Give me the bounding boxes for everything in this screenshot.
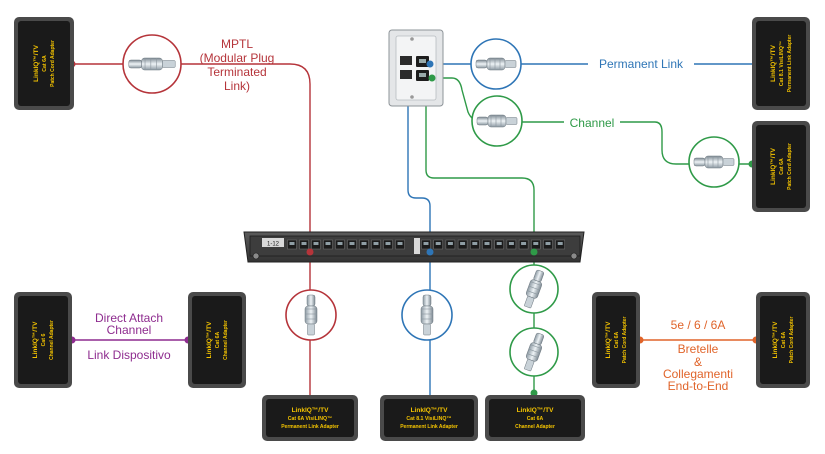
adapter-text-line: LinkIQ™/TV bbox=[770, 147, 777, 185]
mptl-label-line-1: MPTL bbox=[221, 37, 253, 51]
adapter-text-line: Patch Cord Adapter bbox=[787, 143, 793, 190]
channel-panel-wire bbox=[425, 100, 535, 252]
permanent-outlet-dot bbox=[426, 60, 434, 68]
permanent-link-plug bbox=[470, 38, 522, 90]
adapter-text-line: LinkIQ™/TV bbox=[292, 407, 330, 414]
patch-desc-line-1: Bretelle bbox=[678, 342, 719, 356]
adapter-text-line: Permanent Link Adapter bbox=[400, 424, 458, 430]
adapter-text-line: Permanent Link Adapter bbox=[787, 35, 793, 93]
mptl-top-plug bbox=[122, 34, 182, 94]
adapter-text-line: LinkIQ™/TV bbox=[206, 321, 213, 359]
channel-drop-plug-a bbox=[509, 264, 559, 314]
mptl-panel-dot bbox=[306, 248, 314, 256]
adapter-bottom-1: LinkIQ™/TV Cat 6A VisiLINQ™ Permanent Link… bbox=[262, 395, 358, 441]
adapter-text-line: LinkIQ™/TV bbox=[33, 44, 40, 82]
adapter-text-line: Cat 6A bbox=[215, 332, 221, 349]
adapter-text-line: Cat 6A bbox=[42, 55, 48, 72]
channel-label: Channel bbox=[570, 116, 615, 130]
mptl-drop-plug bbox=[285, 289, 337, 341]
direct-attach-line-2: Channel bbox=[107, 323, 152, 337]
adapter-text-line: Cat 6A VisiLINQ™ bbox=[288, 416, 332, 422]
channel-panel-dot bbox=[530, 248, 538, 256]
channel-end-plug bbox=[688, 136, 740, 188]
adapter-text-line: Channel Adapter bbox=[49, 320, 55, 360]
svg-text:1-12: 1-12 bbox=[267, 242, 280, 248]
patch-categories-label: 5e / 6 / 6A bbox=[671, 318, 726, 332]
adapter-text-line: Cat 6A bbox=[527, 416, 544, 422]
adapter-text-line: Patch Cord Adapter bbox=[622, 317, 628, 364]
adapter-text-line: Patch Cord Adapter bbox=[50, 40, 56, 87]
permanent-link-label: Permanent Link bbox=[599, 57, 684, 71]
channel-outlet-dot bbox=[428, 74, 436, 82]
adapter-text-line: Permanent Link Adapter bbox=[281, 424, 339, 430]
adapter-text-line: LinkIQ™/TV bbox=[32, 321, 39, 359]
adapter-bottom-3: LinkIQ™/TV Cat 6A Channel Adapter bbox=[485, 395, 585, 441]
mptl-label: MPTL (Modular Plug Terminated Link) bbox=[200, 37, 275, 93]
channel-drop-dot bbox=[530, 389, 538, 397]
patch-label: 5e / 6 / 6A Bretelle & Collegamenti End-… bbox=[663, 318, 733, 393]
direct-attach-line-1: Direct Attach bbox=[95, 311, 163, 325]
adapter-text-line: LinkIQ™/TV bbox=[770, 44, 777, 82]
channel-drop-plug-b bbox=[509, 327, 559, 377]
adapter-text-line: LinkIQ™/TV bbox=[411, 407, 449, 414]
patch-desc-line-3: Collegamenti bbox=[663, 367, 733, 381]
adapter-text-line: Cat 8.1 VisiLINQ™ bbox=[406, 416, 451, 422]
adapter-text-line: LinkIQ™/TV bbox=[772, 321, 779, 359]
adapter-bottom-2: LinkIQ™/TV Cat 8.1 VisiLINQ™ Permanent Lin… bbox=[380, 395, 478, 441]
adapter-text-line: Cat 8.1 VisiLINQ™ bbox=[779, 41, 785, 86]
patch-desc-line-4: End-to-End bbox=[668, 379, 729, 393]
wall-outlet bbox=[388, 29, 444, 107]
link-dispositivo-label: Link Dispositivo bbox=[87, 348, 171, 362]
mptl-label-line-4: Link) bbox=[224, 79, 250, 93]
patch-desc-line-2: & bbox=[694, 355, 702, 369]
direct-attach-label: Direct Attach Channel Link Dispositivo bbox=[87, 311, 171, 362]
adapter-text-line: LinkIQ™/TV bbox=[605, 321, 612, 359]
adapter-text-line: Channel Adapter bbox=[515, 424, 555, 430]
channel-outlet-plug bbox=[471, 95, 523, 147]
adapter-text-line: Cat 6A bbox=[614, 332, 620, 349]
permanent-drop-plug bbox=[401, 289, 453, 341]
permanent-panel-dot bbox=[426, 248, 434, 256]
adapter-text-line: Patch Cord Adapter bbox=[789, 317, 795, 364]
adapter-text-line: Cat 6 bbox=[41, 334, 47, 347]
adapter-text-line: Cat 6A bbox=[781, 332, 787, 349]
mptl-label-line-3: Terminated bbox=[207, 65, 266, 79]
mptl-label-line-2: (Modular Plug bbox=[200, 51, 275, 65]
mptl-wire bbox=[72, 63, 311, 252]
permanent-outlet-wire bbox=[407, 100, 431, 252]
patch-panel: 1-12 bbox=[243, 231, 585, 263]
adapter-text-line: Cat 6A bbox=[779, 158, 785, 175]
adapter-text-line: Channel Adapter bbox=[223, 320, 229, 360]
adapter-text-line: LinkIQ™/TV bbox=[517, 407, 555, 414]
